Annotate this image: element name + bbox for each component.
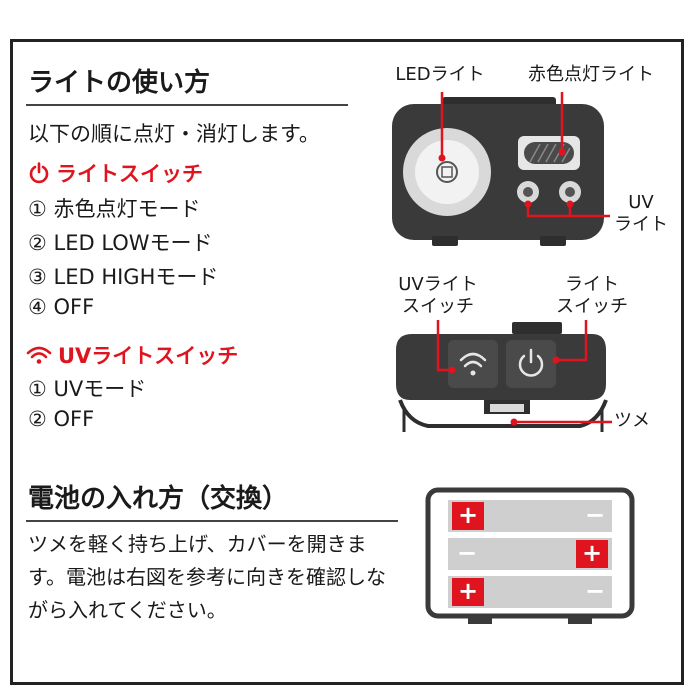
uv-switch-label-line1: UVライト [398, 274, 478, 295]
uv-switch-item-2: ② OFF [28, 407, 95, 431]
tab-label: ツメ [614, 410, 650, 431]
light-switch-item-4: ④ OFF [28, 295, 95, 319]
uv-light-label: UV ライト [608, 192, 674, 236]
battery-1-plus: + [457, 501, 479, 529]
light-switch-heading-text: ライトスイッチ [56, 162, 203, 186]
battery-2-minus: − [456, 539, 478, 567]
uv-switch-heading-text: UVライトスイッチ [58, 344, 239, 368]
uv-switch-item-1: ① UVモード [28, 377, 147, 401]
led-light-label: LEDライト [395, 64, 485, 85]
battery-3-minus: − [584, 577, 606, 605]
battery-2-plus: + [581, 539, 603, 567]
light-switch-heading: ライトスイッチ [28, 158, 203, 188]
uv-switch-label-line2: スイッチ [402, 296, 474, 317]
uv-switch-label: UVライト スイッチ [380, 274, 496, 318]
wifi-icon [26, 346, 52, 364]
light-switch-item-3: ③ LED HIGHモード [28, 265, 219, 289]
light-switch-item-2: ② LED LOWモード [28, 231, 213, 255]
light-switch-label-line2: スイッチ [556, 296, 628, 317]
uv-light-label-line1: UV [628, 192, 654, 213]
battery-instructions: ツメを軽く持ち上げ、カバーを開きます。電池は右図を参考に向きを確認しながら入れて… [28, 532, 386, 622]
light-switch-label: ライト スイッチ [540, 274, 644, 318]
usage-title: ライトの使い方 [28, 68, 211, 98]
light-switch-item-1: ① 赤色点灯モード [28, 197, 201, 221]
battery-title: 電池の入れ方（交換） [28, 484, 289, 514]
red-light-label: 赤色点灯ライト [528, 64, 654, 85]
battery-title-underline [26, 520, 398, 522]
light-switch-label-line1: ライト [565, 274, 619, 295]
power-icon [29, 162, 49, 184]
usage-title-underline [26, 104, 348, 106]
battery-3-plus: + [457, 577, 479, 605]
uv-switch-heading: UVライトスイッチ [26, 340, 238, 370]
usage-intro: 以下の順に点灯・消灯します。 [28, 122, 320, 146]
battery-1-minus: − [584, 501, 606, 529]
uv-light-label-line2: ライト [614, 214, 668, 235]
